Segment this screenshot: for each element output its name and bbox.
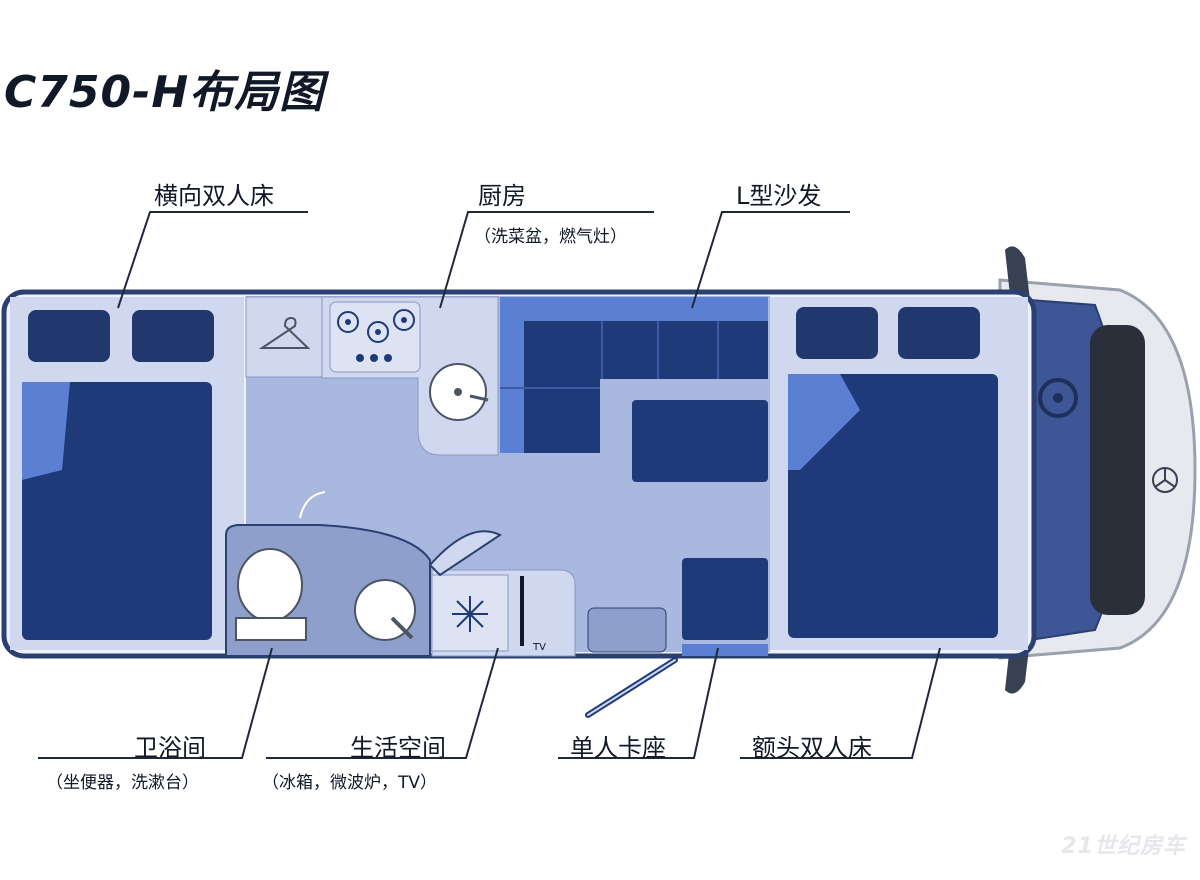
label-kitchen-sub: （洗菜盆，燃气灶） <box>474 227 627 247</box>
label-single-seat: 单人卡座 <box>570 734 666 762</box>
l-sofa <box>500 297 768 453</box>
vehicle-cab <box>998 246 1197 694</box>
diagram-title: C750-H布局图 <box>4 67 325 118</box>
pillow <box>898 307 980 359</box>
pillow <box>28 310 110 362</box>
label-rear-bed: 横向双人床 <box>154 182 274 210</box>
bathroom <box>225 491 431 657</box>
label-front-bed: 额头双人床 <box>752 734 872 762</box>
living-space: TV <box>428 530 576 657</box>
label-bathroom: 卫浴间 <box>134 734 206 762</box>
front-bed <box>770 297 1028 650</box>
stove-burner-icon <box>337 309 415 362</box>
wardrobe <box>245 296 323 378</box>
rear-bed <box>10 297 244 650</box>
brand-logo-icon <box>1152 467 1178 493</box>
pillow <box>796 307 878 359</box>
label-living: 生活空间 <box>350 734 446 762</box>
snowflake-icon <box>452 596 488 632</box>
dining-table <box>632 400 768 482</box>
label-living-sub: （冰箱，微波炉，TV） <box>262 773 438 793</box>
label-bathroom-sub: （坐便器，洗漱台） <box>46 773 199 793</box>
watermark: 21世纪房车 <box>1061 834 1186 859</box>
hanger-icon <box>258 316 311 349</box>
tv-label: TV <box>532 642 546 653</box>
single-seat <box>585 558 768 718</box>
door-swing-arrow <box>299 491 326 519</box>
label-sofa: L型沙发 <box>736 182 822 210</box>
label-kitchen: 厨房 <box>478 182 526 210</box>
microwave-door <box>428 530 502 577</box>
washbasin-icon <box>354 579 416 641</box>
left-mirror <box>1005 246 1030 300</box>
steering-wheel-icon <box>1038 378 1078 418</box>
kitchen-counter <box>321 296 499 456</box>
sink-icon <box>429 363 489 421</box>
callout-lines <box>38 211 941 759</box>
pillow <box>132 310 214 362</box>
toilet-icon <box>235 548 307 641</box>
